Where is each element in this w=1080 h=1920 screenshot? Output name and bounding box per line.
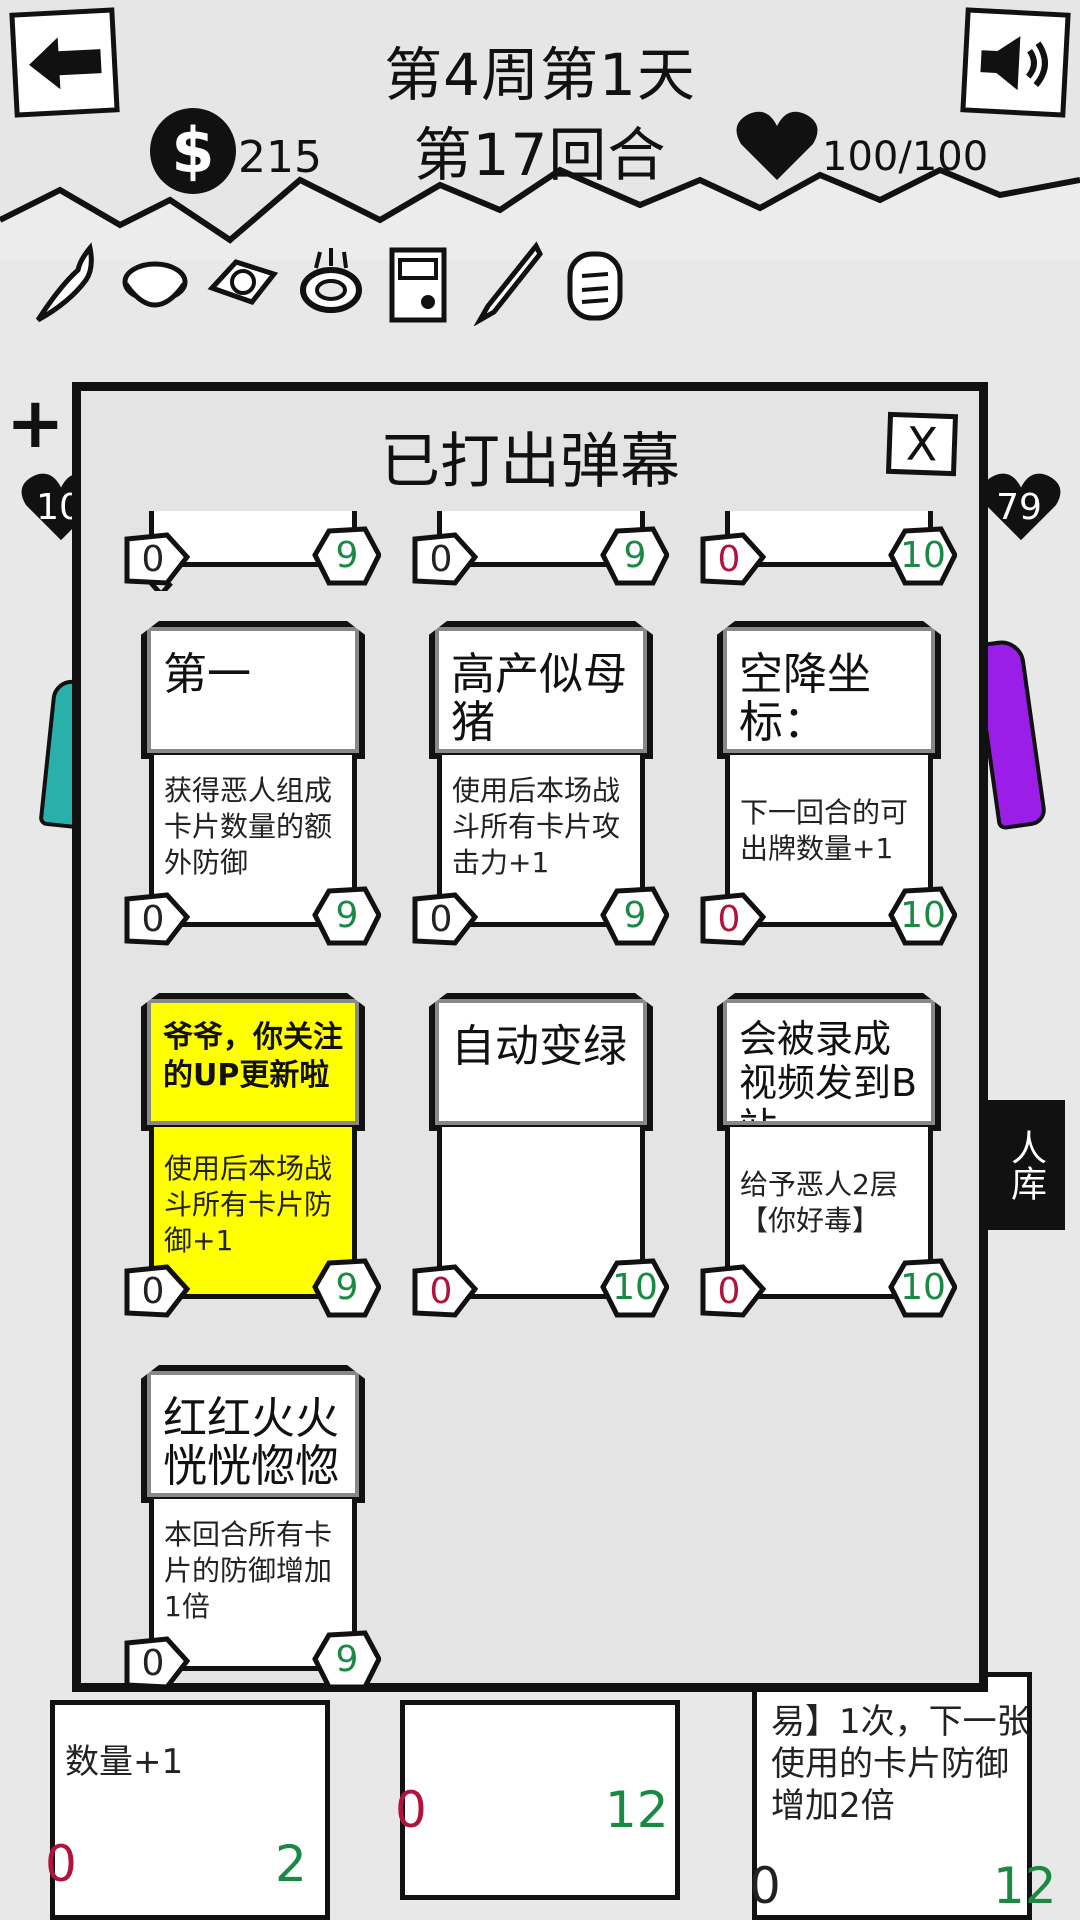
cost-badge: 0 [409, 891, 479, 951]
relic-bar [30, 240, 632, 330]
power-badge: 9 [311, 1257, 382, 1319]
power-badge: 9 [311, 885, 382, 947]
heart-icon [736, 111, 818, 180]
card[interactable]: 自动变绿 0 10 [412, 993, 670, 1323]
card-description: 使用后本场战斗所有卡片防御+1 [149, 1127, 357, 1299]
power-badge: 10 [599, 1257, 670, 1319]
arrow-left-icon [28, 36, 102, 89]
cost-badge: 0 [121, 891, 191, 951]
hand-card[interactable]: 数量+1 0 2 [45, 1700, 330, 1920]
hand-card-cost: 0 [395, 1781, 427, 1839]
power-badge: 9 [599, 525, 670, 587]
money-icon: $ [150, 108, 236, 194]
cost-badge: 0 [697, 531, 767, 591]
cost-badge: 0 [121, 1635, 191, 1691]
card-name: 爷爷，你关注的UP更新啦 [141, 993, 365, 1131]
cost-badge: 0 [697, 1263, 767, 1323]
played-cards-dialog: 已打出弹幕 X 0 9 0 9 0 10 第一 获得恶人组成卡片数量的额外防御 [72, 382, 988, 1692]
card[interactable]: 会被录成视频发到B站 给予恶人2层【你好毒】 0 10 [700, 993, 958, 1323]
machine-icon[interactable] [382, 240, 456, 326]
badge-icon[interactable] [206, 240, 280, 326]
sound-button[interactable] [960, 7, 1071, 118]
top-bar: 第4周第1天 第17回合 $ 215 100/100 [0, 0, 1080, 260]
cost-badge: 0 [121, 531, 191, 603]
enemy-right-hp: 79 [996, 486, 1042, 528]
card[interactable]: 第一 获得恶人组成卡片数量的额外防御 0 9 [124, 621, 382, 951]
deck-button[interactable]: 人库 [985, 1100, 1065, 1230]
hand-card-cost: 0 [749, 1857, 781, 1915]
power-badge: 9 [599, 885, 670, 947]
bread-icon[interactable] [558, 240, 632, 326]
card-partial[interactable]: 0 9 [412, 511, 670, 591]
ring-icon[interactable] [294, 240, 368, 326]
card-name: 第一 [141, 621, 365, 759]
card-grid: 0 9 0 9 0 10 第一 获得恶人组成卡片数量的额外防御 0 9 高产似母… [81, 511, 979, 1691]
card[interactable]: 高产似母猪 使用后本场战斗所有卡片攻击力+1 0 9 [412, 621, 670, 951]
card-partial[interactable]: 0 10 [700, 511, 958, 591]
card[interactable]: 爷爷，你关注的UP更新啦 使用后本场战斗所有卡片防御+1 0 9 [124, 993, 382, 1323]
hand-card-power: 2 [275, 1835, 307, 1893]
hand-card-power: 12 [605, 1781, 669, 1839]
enemy-right-heart-icon [981, 473, 1061, 541]
torn-paper-edge [0, 166, 1080, 260]
hand-card[interactable]: 易】1次，下一张使用的卡片防御增加2倍 0 12 [749, 1672, 1057, 1920]
cost-badge: 0 [697, 891, 767, 951]
cost-badge: 0 [409, 531, 479, 591]
power-badge: 10 [887, 525, 958, 587]
card-name: 自动变绿 [429, 993, 653, 1131]
power-badge: 9 [311, 525, 382, 587]
hand-card-cost: 0 [45, 1835, 77, 1893]
cost-badge: 0 [409, 1263, 479, 1323]
power-badge: 9 [311, 1629, 382, 1691]
hp-value: 100/100 [822, 134, 989, 180]
card-name: 红红火火恍恍惚惚 [141, 1365, 365, 1503]
card-partial[interactable]: 0 9 [124, 511, 382, 603]
speaker-icon [979, 35, 1048, 90]
dialog-title: 已打出弹幕 [380, 427, 680, 497]
hand-card-power: 12 [993, 1857, 1057, 1915]
card-name: 会被录成视频发到B站 [717, 993, 941, 1131]
chili-icon[interactable] [30, 240, 104, 326]
partial-card-row: 0 9 0 9 0 10 [81, 511, 979, 603]
close-button[interactable]: X [885, 411, 959, 477]
power-badge: 10 [887, 885, 958, 947]
rice-bowl-icon[interactable] [118, 240, 192, 326]
cost-badge: 0 [121, 1263, 191, 1323]
week-day-label: 第4周第1天 [384, 41, 696, 109]
hand-card[interactable]: 0 12 [395, 1700, 680, 1900]
round-label: 第17回合 [413, 121, 667, 189]
add-button[interactable]: + [6, 382, 65, 464]
hand-card-text: 易】1次，下一张使用的卡片防御增加2倍 [771, 1702, 1031, 1826]
card[interactable]: 红红火火恍恍惚惚 本回合所有卡片的防御增加1倍 0 9 [124, 1365, 382, 1691]
power-badge: 10 [887, 1257, 958, 1319]
card[interactable]: 空降坐标：2:06 下一回合的可出牌数量+1 0 10 [700, 621, 958, 951]
back-button[interactable] [9, 7, 120, 118]
card-name: 高产似母猪 [429, 621, 653, 759]
money-value: 215 [238, 132, 322, 183]
card-name: 空降坐标：2:06 [717, 621, 941, 759]
sword-icon[interactable] [470, 240, 544, 326]
hand-card-text: 数量+1 [65, 1742, 184, 1782]
